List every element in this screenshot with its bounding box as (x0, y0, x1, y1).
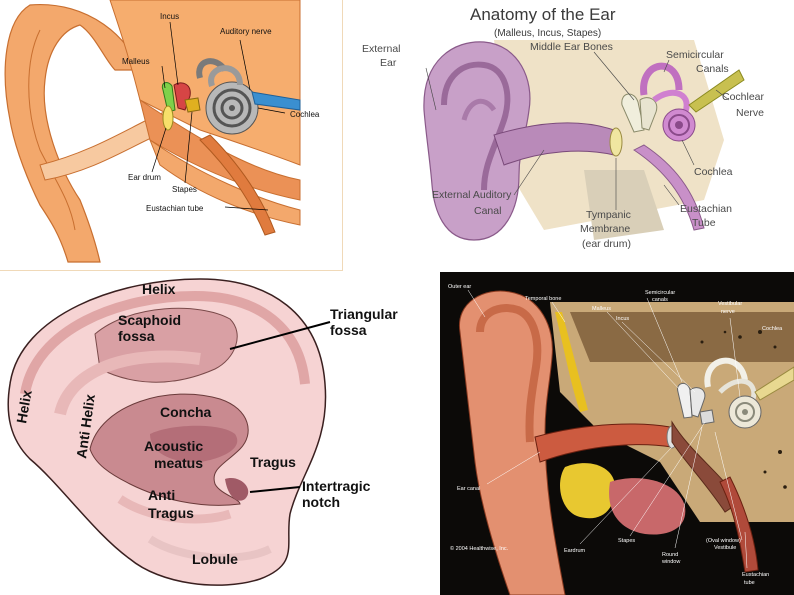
label-helix-top: Helix (142, 281, 176, 297)
label-external-ear-1: External (362, 43, 401, 55)
label-anti-tragus-1: Anti (148, 487, 175, 503)
label-cochlea: Cochlea (762, 326, 783, 332)
diagram-subtitle: (Malleus, Incus, Stapes) (494, 28, 601, 39)
label-incus: Incus (160, 12, 179, 21)
label-semicircular-2: Canals (696, 63, 729, 75)
anatomy-of-the-ear-diagram: Anatomy of the Ear (Malleus, Incus, Stap… (344, 0, 794, 272)
label-cochlea: Cochlea (694, 166, 733, 178)
diagram-title: Anatomy of the Ear (470, 5, 616, 24)
label-vestibular-2: nerve (721, 309, 735, 315)
label-incus: Incus (616, 316, 629, 322)
stapes-shape (185, 98, 200, 112)
label-eustachian-2: Tube (692, 217, 716, 229)
label-semicircular-1: Semicircular (645, 290, 675, 296)
label-scaphoid-1: Scaphoid (118, 312, 181, 328)
label-malleus: Malleus (592, 306, 611, 312)
label-eustachian-tube: Eustachian tube (146, 204, 204, 213)
label-tympanic-2: Membrane (580, 223, 630, 235)
label-concha: Concha (160, 404, 212, 420)
label-eardrum: Eardrum (564, 548, 586, 554)
ear-diagram-basic: Incus Auditory nerve Malleus Cochlea Ear… (0, 0, 343, 271)
label-triangular-1: Triangular (330, 306, 398, 322)
ear-drum-shape (163, 106, 173, 130)
label-ear-canal: Ear canal (457, 486, 480, 492)
label-intertragic-2: notch (302, 494, 340, 510)
label-acoustic-2: meatus (154, 455, 203, 471)
label-tragus: Tragus (250, 454, 296, 470)
label-external-canal-2: Canal (474, 205, 501, 217)
label-ear-drum: Ear drum (128, 173, 161, 182)
label-semicircular-2: canals (652, 297, 668, 303)
label-triangular-2: fossa (330, 322, 367, 338)
label-stapes: Stapes (172, 185, 197, 194)
label-external-canal-1: External Auditory (432, 189, 512, 201)
ear-cross-section-illustration: Outer ear Temporal bone Semicircular can… (440, 272, 794, 595)
label-temporal-bone: Temporal bone (525, 296, 561, 302)
label-cochlea: Cochlea (290, 110, 320, 119)
copyright-notice: © 2004 Healthwise, Inc. (450, 545, 509, 552)
label-round-1: Round (662, 552, 678, 558)
stapes-shape (700, 410, 714, 424)
label-intertragic-1: Intertragic (302, 478, 371, 494)
label-cochlear-nerve-2: Nerve (736, 107, 764, 119)
label-external-ear-2: Ear (380, 57, 397, 69)
label-eustachian-2: tube (744, 580, 755, 586)
outer-ear-landmarks-svg: Helix Helix Anti Helix Scaphoid fossa Tr… (0, 274, 440, 595)
anatomy-of-the-ear-svg: Anatomy of the Ear (Malleus, Incus, Stap… (344, 0, 794, 272)
label-anti-tragus-2: Tragus (148, 505, 194, 521)
outer-ear-landmarks-diagram: Helix Helix Anti Helix Scaphoid fossa Tr… (0, 274, 440, 595)
label-round-2: window (661, 559, 680, 565)
label-vestibular-1: Vestibular (718, 301, 742, 307)
label-oval-window: (Oval window) (706, 538, 741, 544)
label-eustachian-1: Eustachian (680, 203, 732, 215)
label-outer-ear: Outer ear (448, 284, 471, 290)
label-eustachian-1: Eustachian (742, 572, 769, 578)
label-acoustic-1: Acoustic (144, 438, 203, 454)
label-middle-ear-bones: Middle Ear Bones (530, 41, 613, 53)
label-malleus: Malleus (122, 57, 150, 66)
ear-diagram-basic-svg: Incus Auditory nerve Malleus Cochlea Ear… (0, 0, 342, 270)
label-stapes: Stapes (618, 538, 635, 544)
label-cochlear-nerve-1: Cochlear (722, 91, 765, 103)
label-tympanic-3: (ear drum) (582, 238, 631, 250)
label-tympanic-1: Tympanic (586, 209, 631, 221)
label-auditory-nerve: Auditory nerve (220, 27, 272, 36)
ear-cross-section-svg: Outer ear Temporal bone Semicircular can… (440, 272, 794, 595)
label-scaphoid-2: fossa (118, 328, 155, 344)
label-vestibule: Vestibule (714, 545, 736, 551)
label-semicircular-1: Semicircular (666, 49, 724, 61)
label-lobule: Lobule (192, 551, 238, 567)
